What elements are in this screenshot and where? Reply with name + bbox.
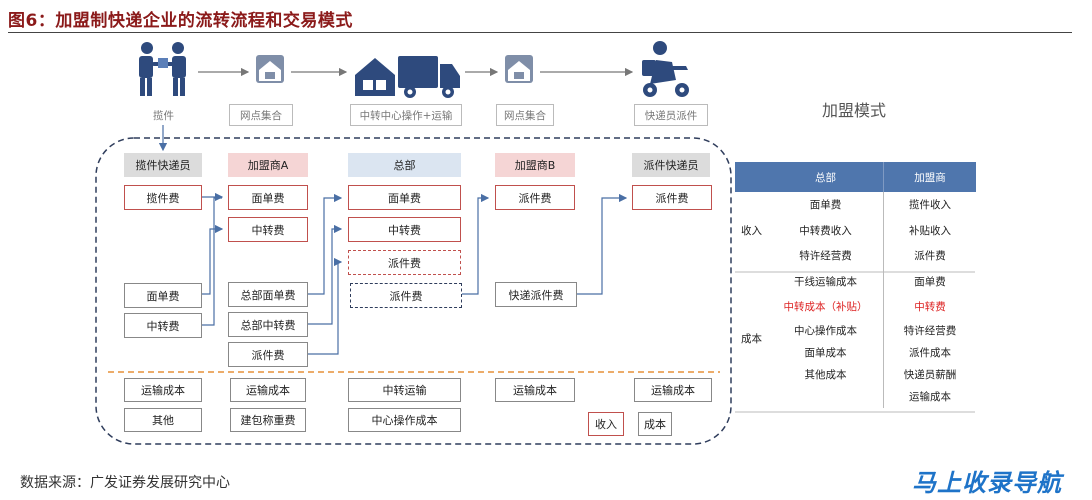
table-cell: 揽件收入 (909, 199, 951, 212)
cost-c1-transport: 运输成本 (124, 378, 202, 402)
courier-scooter-icon (642, 41, 689, 97)
truck-icon (398, 56, 460, 98)
legend-income: 收入 (588, 412, 624, 436)
c4-express-delivery-fee: 快递派件费 (495, 282, 577, 307)
c1-transfer-fee: 中转费 (124, 313, 202, 338)
c3-delivery-fee-2: 派件费 (350, 283, 462, 308)
c2-transfer-fee: 中转费 (228, 217, 308, 242)
warehouse-icon (256, 55, 284, 83)
cost-c4-transport: 运输成本 (495, 378, 575, 402)
cost-c1-other: 其他 (124, 408, 202, 432)
table-cell (768, 385, 884, 408)
figure-title: 图6：加盟制快递企业的流转流程和交易模式 (8, 11, 353, 31)
header-franchisee-a: 加盟商A (228, 153, 308, 177)
cost-c3-center-operation: 中心操作成本 (348, 408, 461, 432)
cost-c2-packing: 建包称重费 (230, 408, 306, 432)
handshake-icon (139, 42, 186, 96)
header-pickup-courier: 揽件快递员 (124, 153, 202, 177)
cost-c3-transfer-transport: 中转运输 (348, 378, 461, 402)
header-delivery-courier: 派件快递员 (632, 153, 710, 177)
table-header-hq: 总部 (768, 162, 884, 192)
flow-label-transfer: 中转中心操作+运输 (350, 104, 462, 126)
c1-waybill-fee: 面单费 (124, 283, 202, 308)
table-cell: 面单费 (914, 275, 946, 288)
c3-waybill-fee: 面单费 (348, 185, 461, 210)
table-cell: 中转费收入 (768, 217, 884, 243)
table-cell: 干线运输成本 (768, 268, 884, 294)
c4-delivery-fee: 派件费 (495, 185, 575, 210)
table-cell: 派件成本 (909, 347, 951, 359)
cost-c2-transport: 运输成本 (230, 378, 306, 402)
c2-delivery-fee: 派件费 (228, 342, 308, 367)
table-cell: 面单成本 (768, 341, 884, 364)
table-cell-highlight: 中转费 (914, 301, 946, 314)
header-headquarters: 总部 (348, 153, 461, 177)
table-cell-highlight: 中转成本（补贴） (768, 294, 884, 320)
flow-label-outlet-1: 网点集合 (229, 104, 293, 126)
flow-label-outlet-2: 网点集合 (496, 104, 554, 126)
table-header-franchisee: 加盟商 (883, 162, 976, 192)
table-cell: 补贴收入 (909, 224, 951, 237)
income-label: 收入 (741, 224, 762, 237)
franchise-mode-table: 总部 加盟商 收入 面单费 揽件收入 中转费收入 补贴收入 特许经营费 派件费 … (735, 162, 976, 408)
table-cell: 中心操作成本 (768, 319, 884, 342)
table-cell: 特许经营费 (768, 243, 884, 269)
flow-label-pickup: 揽件 (153, 110, 174, 122)
warehouse-icon-2 (505, 55, 533, 83)
c1-pickup-fee: 揽件费 (124, 185, 202, 210)
legend-cost: 成本 (638, 412, 672, 436)
table-cell: 派件费 (914, 250, 946, 263)
transfer-center-icon (355, 58, 395, 96)
table-cell: 特许经营费 (903, 325, 957, 337)
table-cell: 其他成本 (768, 363, 884, 386)
watermark-logo: 马上收录导航 (912, 469, 1062, 497)
c2-waybill-fee: 面单费 (228, 185, 308, 210)
source-note: 数据来源：广发证券发展研究中心 (20, 475, 230, 491)
table-cell: 快递员薪酬 (903, 369, 957, 381)
c3-transfer-fee: 中转费 (348, 217, 461, 242)
header-franchisee-b: 加盟商B (495, 153, 575, 177)
table-cell: 运输成本 (909, 391, 951, 403)
mode-title: 加盟模式 (822, 101, 887, 120)
c2-hq-waybill-fee: 总部面单费 (228, 282, 308, 307)
title-rule (8, 32, 1072, 33)
c5-delivery-fee: 派件费 (632, 185, 712, 210)
cost-label: 成本 (741, 332, 762, 345)
cost-c5-transport: 运输成本 (634, 378, 712, 402)
c3-delivery-fee-1: 派件费 (348, 250, 461, 275)
c2-hq-transfer-fee: 总部中转费 (228, 312, 308, 337)
table-cell: 面单费 (768, 192, 884, 218)
flow-label-delivery: 快递员派件 (634, 104, 708, 126)
